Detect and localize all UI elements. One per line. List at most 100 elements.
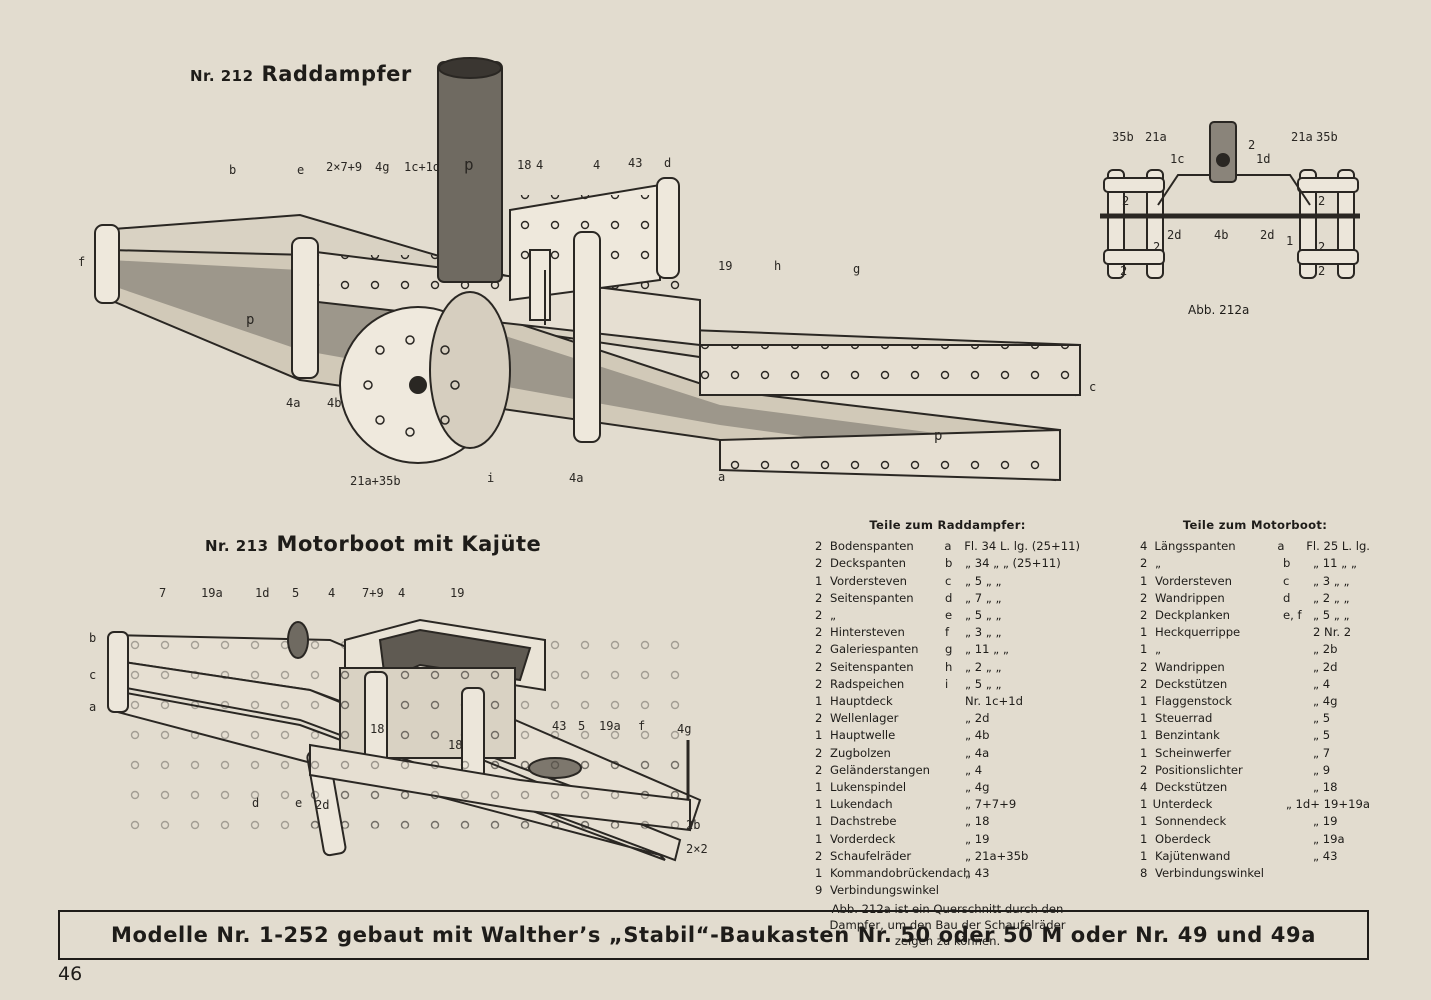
part-quantity: 2: [815, 539, 823, 554]
part-name: Flaggenstock: [1155, 694, 1232, 709]
part-name: Wandrippen: [1155, 590, 1225, 605]
part-name: Positionslichter: [1155, 762, 1243, 777]
part-quantity: 1: [1140, 642, 1148, 657]
part-code: g: [945, 642, 953, 657]
part-size: „ 5: [1313, 711, 1331, 726]
part-quantity: 2: [815, 659, 823, 674]
part-size: „ 19: [1313, 814, 1338, 829]
part-size: „ 2d: [1313, 659, 1338, 674]
label: 2d: [1260, 228, 1275, 242]
part-code: [1283, 762, 1313, 779]
part-code: [1283, 693, 1313, 710]
part-size: „ 7: [1313, 745, 1331, 760]
part-code: [945, 848, 965, 865]
part-size: „ 5 „ „: [965, 573, 1002, 588]
part-quantity: 2: [815, 745, 823, 760]
part-name: Deckstützen: [1155, 676, 1228, 691]
part-quantity: 2: [815, 608, 823, 623]
label: 4: [328, 586, 336, 600]
part-name: Steuerrad: [1155, 711, 1213, 726]
part-size: „ 4a: [965, 745, 990, 760]
parts-row: 1„„ 2b: [1140, 641, 1370, 658]
part-name: Seitenspanten: [830, 590, 914, 605]
part-code: a: [1277, 539, 1285, 554]
part-quantity: 2: [815, 625, 823, 640]
part-code: [1283, 624, 1313, 641]
label: 2: [1248, 138, 1256, 152]
part-code: [1283, 659, 1313, 676]
part-code: [1283, 727, 1313, 744]
part-size: „ 2 „ „: [965, 659, 1002, 674]
part-name: Deckstützen: [1155, 780, 1228, 795]
part-quantity: 1: [815, 866, 823, 881]
part-name: „: [1155, 642, 1162, 657]
label: 21a+35b: [350, 474, 401, 488]
part-size: „ 18: [1313, 780, 1338, 795]
part-quantity: 4: [1140, 539, 1148, 554]
part-code: b: [945, 556, 953, 571]
label: 2: [1318, 194, 1326, 208]
label: 21a: [1291, 130, 1313, 144]
part-code: [1283, 710, 1313, 727]
part-size: [965, 882, 1080, 899]
label: 2b: [686, 818, 701, 832]
part-name: Unterdeck: [1152, 797, 1213, 812]
part-quantity: 2: [1140, 608, 1148, 623]
part-name: Schaufelräder: [830, 848, 912, 863]
label: 18: [517, 158, 532, 172]
label: 4: [398, 586, 406, 600]
part-name: Kajütenwand: [1155, 848, 1231, 863]
label: 19a: [201, 586, 223, 600]
part-name: Bodenspanten: [829, 539, 914, 554]
label: 21a: [1145, 130, 1167, 144]
label: 4a: [569, 471, 584, 485]
part-size: [1313, 865, 1370, 882]
part-quantity: 2: [1140, 762, 1148, 777]
part-name: Hauptwelle: [830, 728, 896, 743]
part-size: „ 4b: [965, 728, 990, 743]
label: g: [853, 262, 861, 276]
part-quantity: 1: [815, 573, 823, 588]
part-size: „ 2 „ „: [1313, 590, 1350, 605]
part-code: [1283, 779, 1313, 796]
label: d: [664, 156, 672, 170]
label: 43: [552, 719, 567, 733]
part-size: „ 7+7+9: [965, 797, 1017, 812]
part-quantity: 2: [815, 762, 823, 777]
label: 5: [578, 719, 586, 733]
label: 2: [1318, 264, 1326, 278]
label: 1: [1286, 234, 1294, 248]
part-code: [1261, 796, 1286, 813]
part-name: Wandrippen: [1155, 659, 1225, 674]
part-quantity: 2: [1140, 676, 1148, 691]
label: f: [638, 719, 646, 733]
part-name: Oberdeck: [1155, 831, 1211, 846]
figure-caption-212a: Abb. 212a: [1188, 303, 1250, 317]
part-name: Hintersteven: [830, 625, 905, 640]
label: 2: [1120, 264, 1128, 278]
part-size: „ 2d: [965, 711, 990, 726]
label: 2: [1318, 240, 1326, 254]
part-name: Galeriespanten: [830, 642, 919, 657]
part-size: „ 4: [1313, 676, 1331, 691]
parts-note: Abb. 212a ist ein Querschnitt durch den …: [829, 902, 1066, 949]
part-size: „ 9: [1313, 762, 1331, 777]
label: 5: [292, 586, 300, 600]
part-code: f: [945, 625, 950, 640]
motor-boat-drawing: [107, 618, 702, 862]
part-quantity: 1: [1140, 711, 1148, 726]
part-name: Vordersteven: [830, 573, 908, 588]
part-name: Lukendach: [830, 797, 893, 812]
